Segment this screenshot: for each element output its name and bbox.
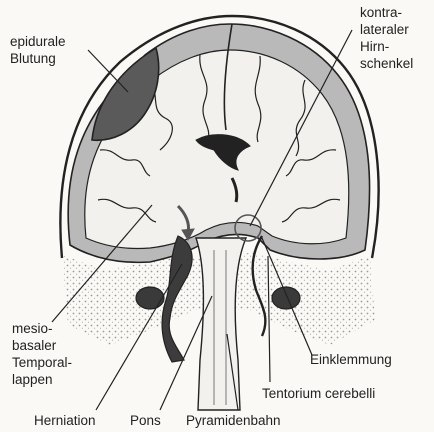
label-pons: Pons [130, 412, 161, 429]
label-mesiobasaler-temporallappen: mesio- basaler Temporal- lappen [12, 320, 72, 388]
label-kontralateraler-hirnschenkel: kontra- lateraler Hirn- schenkel [360, 4, 413, 72]
tentorium-right [272, 287, 300, 309]
brainstem [196, 238, 246, 410]
label-einklemmung: Einklemmung [310, 351, 392, 368]
label-tentorium-cerebelli: Tentorium cerebelli [262, 385, 375, 402]
label-epidural-blutung: epidurale Blutung [10, 33, 66, 67]
tentorium-left [136, 287, 164, 309]
label-pyramidenbahn: Pyramidenbahn [186, 412, 281, 429]
label-herniation: Herniation [34, 412, 96, 429]
